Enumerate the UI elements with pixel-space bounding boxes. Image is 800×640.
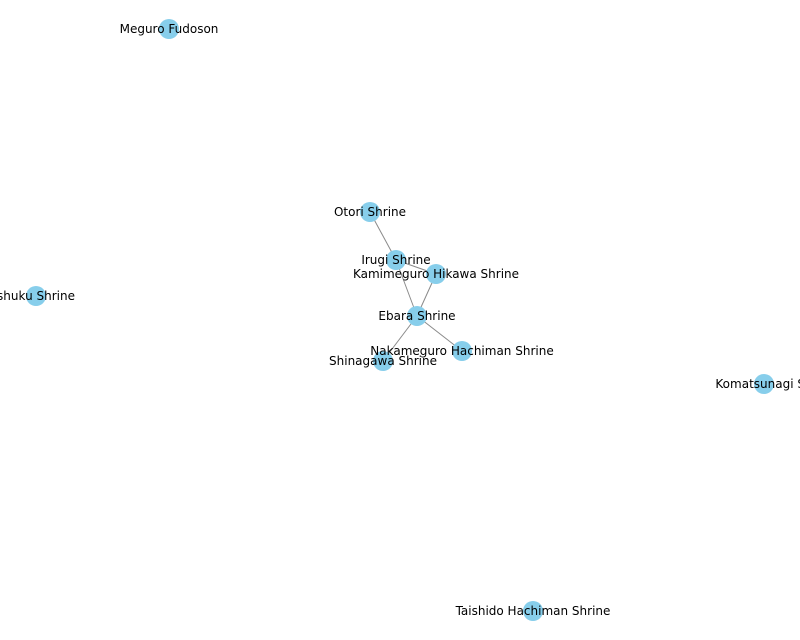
node-label-shinagawa-shrine: Shinagawa Shrine (329, 354, 437, 368)
node-kamimeguro-hikawa-shrine (426, 264, 446, 284)
node-label-kamimeguro-hikawa-shrine: Kamimeguro Hikawa Shrine (353, 267, 519, 281)
nodes-layer (26, 19, 774, 621)
node-label-komatsunagi-shrine: Komatsunagi Sh (715, 377, 800, 391)
node-taishido-hachiman-shrine (523, 601, 543, 621)
node-ebara-shrine (407, 306, 427, 326)
node-irugi-shrine (386, 250, 406, 270)
node-label-ebara-shrine: Ebara Shrine (378, 309, 455, 323)
node-label-nakameguro-hachiman-shrine: Nakameguro Hachiman Shrine (370, 344, 553, 358)
node-label-shuku-shrine: shuku Shrine (0, 289, 75, 303)
node-shinagawa-shrine (373, 351, 393, 371)
node-nakameguro-hachiman-shrine (452, 341, 472, 361)
node-shuku-shrine (26, 286, 46, 306)
node-label-otori-shrine: Otori Shrine (334, 205, 406, 219)
node-komatsunagi-shrine (754, 374, 774, 394)
node-meguro-fudoson (159, 19, 179, 39)
node-label-meguro-fudoson: Meguro Fudoson (120, 22, 219, 36)
node-label-taishido-hachiman-shrine: Taishido Hachiman Shrine (455, 604, 611, 618)
node-otori-shrine (360, 202, 380, 222)
node-label-irugi-shrine: Irugi Shrine (361, 253, 430, 267)
edges-layer (369, 211, 463, 362)
